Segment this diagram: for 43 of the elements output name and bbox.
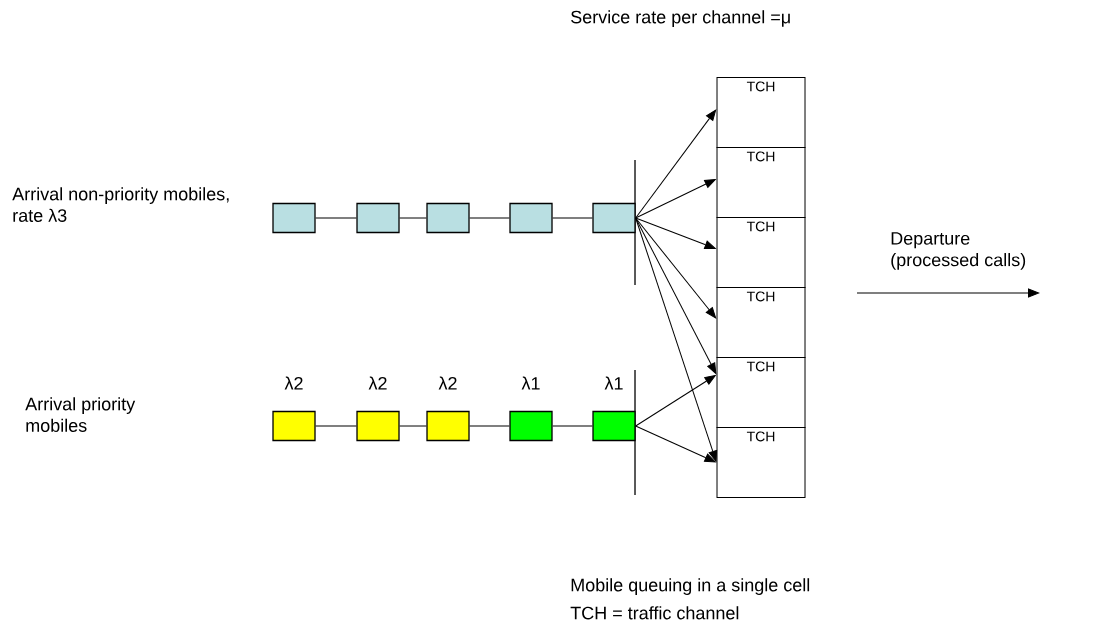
text-label: Departure (processed calls) — [891, 232, 1026, 270]
connector-line — [399, 425, 427, 427]
text-label: Arrival priority mobiles — [25, 397, 136, 432]
connector-line — [399, 217, 427, 219]
queue-box — [592, 202, 636, 234]
channel-box: TCH — [716, 427, 806, 498]
arrow — [635, 217, 716, 249]
connector-line — [552, 217, 593, 219]
arrow — [635, 425, 716, 463]
connector-line — [469, 425, 510, 427]
channel-box: TCH — [716, 357, 806, 428]
rate-label: λ2 — [368, 376, 387, 390]
text-label: Arrival non-priority mobiles, rate λ3 — [12, 187, 229, 222]
channel-box: TCH — [716, 287, 806, 358]
rate-label: λ1 — [521, 376, 540, 390]
queue-box — [592, 410, 636, 442]
rate-label: λ1 — [604, 376, 623, 390]
channel-box: TCH — [716, 147, 806, 218]
arrow — [635, 375, 716, 427]
queue-box — [272, 202, 316, 234]
queue-box — [426, 202, 470, 234]
connector-line — [552, 425, 593, 427]
queue-box — [509, 202, 553, 234]
connector-line — [315, 425, 357, 427]
arrow — [635, 109, 717, 219]
arrow — [635, 217, 718, 462]
channel-box: TCH — [716, 217, 806, 288]
channel-box: TCH — [716, 77, 806, 148]
text-label: TCH = traffic channel — [570, 606, 739, 620]
queue-box — [356, 202, 400, 234]
queue-box — [272, 410, 316, 442]
rate-label: λ2 — [284, 376, 303, 390]
queue-box — [426, 410, 470, 442]
arrow — [635, 179, 716, 219]
arrow — [635, 217, 717, 374]
connector-line — [469, 217, 510, 219]
queue-box — [356, 410, 400, 442]
rate-label: λ2 — [438, 376, 457, 390]
text-label: Service rate per channel =μ — [571, 10, 790, 27]
text-label: Mobile queuing in a single cell — [571, 578, 810, 595]
queue-box — [509, 410, 553, 442]
arrow — [635, 217, 717, 319]
connector-line — [315, 217, 357, 219]
